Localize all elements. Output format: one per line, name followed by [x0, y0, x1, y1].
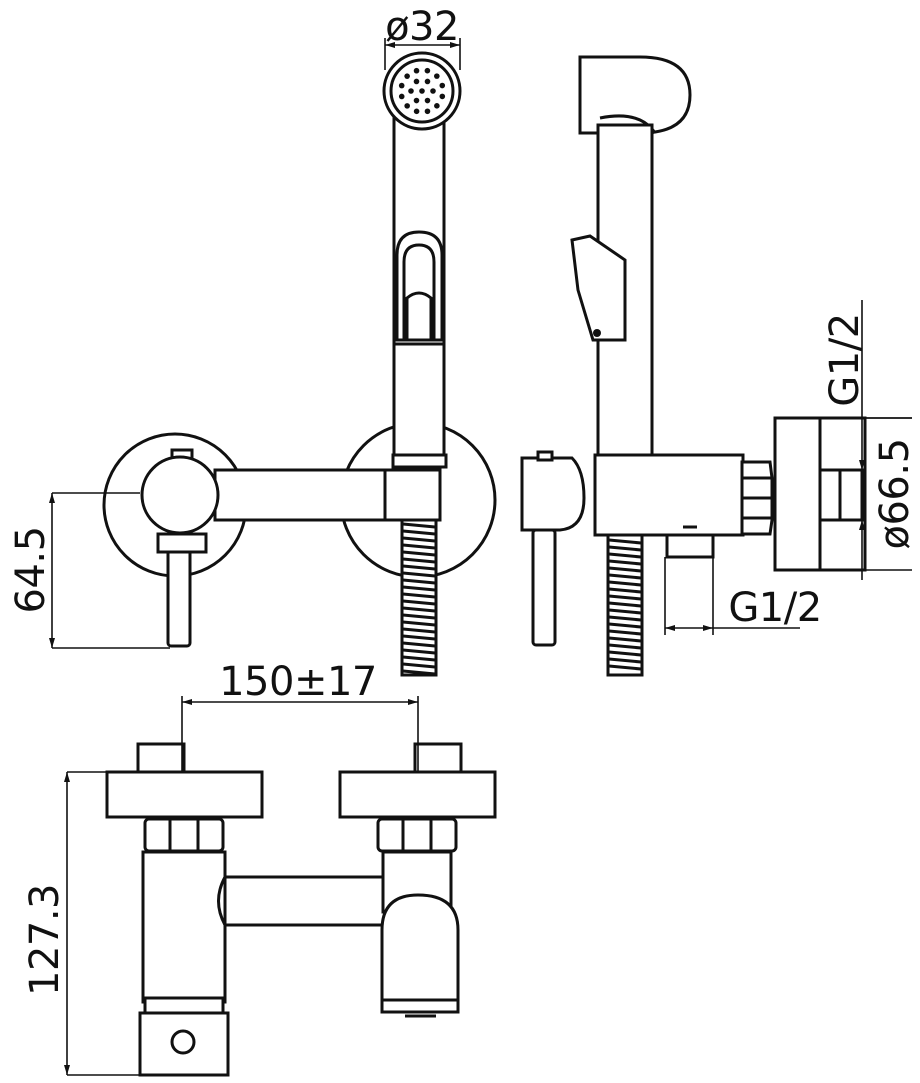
top-view: [105, 742, 497, 1077]
label-overall-height: 127.3: [22, 884, 68, 996]
label-head-diameter: ø32: [385, 4, 459, 50]
handset-ring: [391, 453, 448, 469]
spray-nozzles-icon: [398, 67, 446, 115]
front-view: [102, 51, 497, 677]
dimension-labels: ø32 64.5 G1/2 ø66.5 G1/2 150±17 127.3: [8, 4, 918, 996]
body-bar: [213, 468, 397, 522]
hex-nut-right: [376, 817, 458, 853]
label-center-distance: 150±17: [219, 659, 377, 705]
flange-right: [338, 770, 497, 819]
label-thread-side: G1/2: [822, 313, 868, 406]
lever-collar: [156, 532, 208, 554]
dimension-lines: [49, 38, 912, 1076]
side-view: [520, 55, 867, 677]
trigger-button: [405, 291, 433, 342]
side-spray-head: [578, 55, 692, 135]
label-thread-bottom: G1/2: [728, 585, 821, 631]
side-lever-handle: [531, 528, 557, 647]
inlet-stud-right: [413, 742, 463, 774]
lever-handle: [166, 538, 192, 648]
valve-body-left: [141, 850, 227, 1004]
side-bottom-outlet: [665, 533, 715, 559]
holder-block: [383, 468, 442, 522]
lever-bottom: [138, 1011, 230, 1077]
valve-knob: [140, 455, 220, 535]
connecting-bar: [223, 875, 395, 927]
side-lever-top: [520, 456, 586, 532]
label-flange-diameter: ø66.5: [872, 438, 918, 549]
side-valve-block: [593, 453, 745, 537]
side-trigger: [570, 234, 627, 342]
hex-nut-left: [143, 817, 225, 853]
inlet-stud-left: [136, 742, 186, 774]
outlet-elbow: [380, 893, 460, 1004]
label-height-offset: 64.5: [8, 526, 54, 613]
flange-left: [105, 770, 264, 819]
